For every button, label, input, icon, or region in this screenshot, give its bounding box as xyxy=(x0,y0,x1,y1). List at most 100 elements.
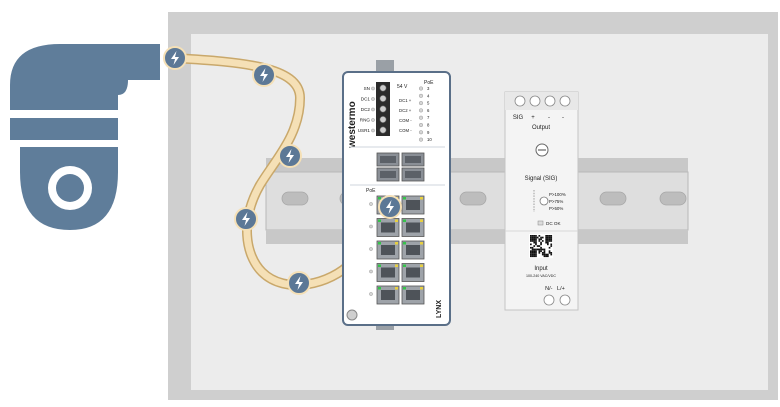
psu-output-label: Output xyxy=(532,125,550,131)
psu-input-screw xyxy=(559,294,571,306)
port-led-green xyxy=(378,287,381,290)
terminal-label: DC1 xyxy=(361,97,371,102)
terminal-screw xyxy=(379,84,387,92)
port-status-led xyxy=(369,269,373,274)
lightning-bolt-icon xyxy=(378,195,402,219)
rail-slot xyxy=(599,191,627,206)
psu-input-label: Input xyxy=(534,266,548,272)
poe-led xyxy=(419,115,424,120)
port-led-green xyxy=(403,242,406,245)
status-led xyxy=(371,107,375,112)
port-led-yellow xyxy=(395,219,398,222)
port-led-green xyxy=(403,197,406,200)
port-led-green xyxy=(403,287,406,290)
poe-led-number: 6 xyxy=(427,108,430,113)
signal-led-icon xyxy=(539,196,549,206)
rail-slot xyxy=(459,191,487,206)
switch-ground-screw xyxy=(346,309,358,321)
lightning-bolt-icon xyxy=(278,144,302,168)
psu-terminal-sign: - xyxy=(548,115,550,121)
poe-led-number: 9 xyxy=(427,130,430,135)
port-status-led xyxy=(369,247,373,251)
psu-load-level: P>50% xyxy=(549,206,563,211)
ptz-dome-camera-icon xyxy=(10,44,160,230)
poe-led-number: 5 xyxy=(427,101,430,106)
terminal-screw xyxy=(379,95,387,103)
port-led-yellow xyxy=(420,264,423,267)
din-rail xyxy=(265,158,689,244)
port-led-yellow xyxy=(420,219,423,222)
port-led-green xyxy=(403,264,406,267)
port-led-yellow xyxy=(395,264,398,267)
switch-ports-label: PoE xyxy=(366,188,376,194)
port-led-yellow xyxy=(420,242,423,245)
switch-model: LYNX xyxy=(436,300,443,318)
port-led-yellow xyxy=(420,197,423,200)
psu-input-screw xyxy=(543,294,555,306)
terminal-screw xyxy=(379,116,387,124)
terminal-right-label: COM - xyxy=(399,118,412,123)
terminal-right-label: DC1 + xyxy=(399,98,412,103)
lightning-bolt-icon xyxy=(287,271,311,295)
poe-led-number: 7 xyxy=(427,115,430,120)
lightning-bolt-icon xyxy=(252,63,276,87)
port-led-green xyxy=(378,197,381,200)
poe-led-number: 4 xyxy=(427,93,430,98)
poe-led xyxy=(419,122,424,127)
terminal-right-label: DC2 + xyxy=(399,108,412,113)
qr-code-icon xyxy=(529,234,554,259)
lightning-bolt-icon xyxy=(234,207,258,231)
psu-load-level: P>75% xyxy=(549,199,563,204)
port-led-green xyxy=(378,264,381,267)
port-led-green xyxy=(378,242,381,245)
lightning-bolt-icon xyxy=(163,46,187,70)
terminal-label: USR1 xyxy=(358,128,371,133)
port-status-led xyxy=(369,292,373,296)
status-led xyxy=(371,128,375,133)
poe-led xyxy=(419,101,424,106)
terminal-right-label: COM - xyxy=(399,128,412,133)
poe-led xyxy=(419,93,424,98)
potentiometer-icon xyxy=(535,143,549,157)
psu-terminal-screw xyxy=(514,95,526,107)
terminal-label: DC2 xyxy=(361,107,371,112)
status-led xyxy=(371,97,375,101)
switch-voltage-label: 54 V xyxy=(397,84,408,90)
port-led-yellow xyxy=(395,242,398,245)
poe-led xyxy=(419,137,424,142)
terminal-label: SN xyxy=(364,86,370,91)
port-led-yellow xyxy=(420,287,423,290)
terminal-label: RNG xyxy=(360,118,371,123)
rail-slot xyxy=(659,191,687,206)
psu-signal-label: Signal (SIG) xyxy=(525,176,558,182)
psu-terminal-sign: SIG xyxy=(513,115,524,121)
switch-poe-header: PoE xyxy=(424,80,434,86)
psu-load-level: P>100% xyxy=(549,192,566,197)
rail-slot xyxy=(281,191,309,206)
psu-terminal-screw xyxy=(544,95,556,107)
psu-terminal-sign: - xyxy=(562,115,564,121)
psu-terminal-screw xyxy=(559,95,571,107)
psu-terminal-screw xyxy=(529,95,541,107)
poe-led-number: 3 xyxy=(427,86,430,91)
port-led-green xyxy=(403,219,406,222)
status-led xyxy=(371,86,375,91)
port-status-led xyxy=(369,224,373,229)
power-supply: SIG + - - Output Signal (SIG) P>100% P>75% P>… xyxy=(504,91,579,311)
terminal-screw xyxy=(379,105,387,113)
poe-led xyxy=(419,86,424,91)
psu-terminal-sign: + xyxy=(531,115,535,121)
port-led-green xyxy=(378,219,381,222)
poe-led-number: 8 xyxy=(427,123,430,128)
psu-dc-ok-label: DC OK xyxy=(546,221,561,226)
status-led xyxy=(371,118,375,122)
port-led-yellow xyxy=(395,287,398,290)
switch-brand: westermo xyxy=(347,101,358,149)
poe-led-number: 10 xyxy=(427,137,432,142)
poe-led xyxy=(419,130,424,135)
poe-led xyxy=(419,108,424,113)
port-status-led xyxy=(369,202,373,206)
psu-input-range: 100-240 VAC/VDC xyxy=(526,274,556,278)
